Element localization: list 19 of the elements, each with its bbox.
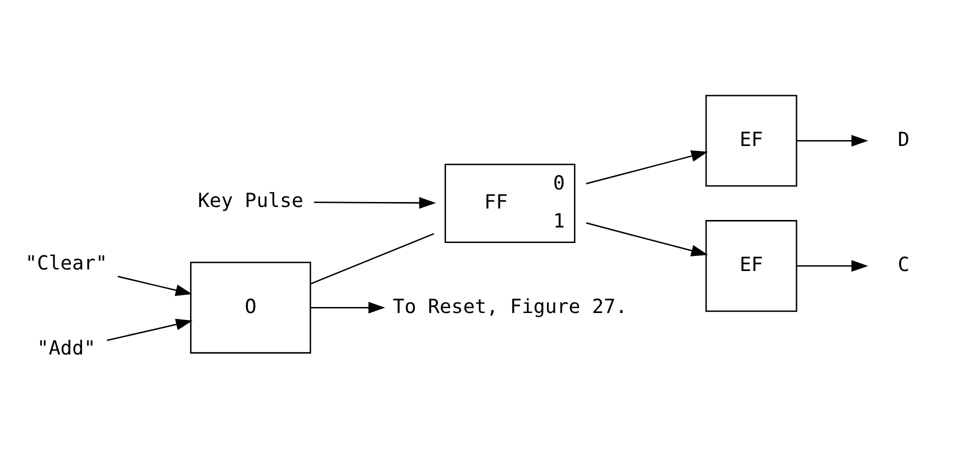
node-text: To Reset, Figure 27.	[392, 294, 628, 318]
node-text: D	[898, 127, 910, 150]
node-box: O	[190, 261, 312, 354]
node-text: C	[898, 252, 910, 276]
node-box: EF	[705, 220, 798, 312]
arrow	[586, 222, 708, 256]
arrow	[118, 275, 192, 296]
connector	[310, 232, 434, 284]
node-box: FF 0 1	[444, 163, 576, 242]
arrow	[586, 150, 708, 184]
arrow	[106, 318, 193, 341]
arrow	[796, 260, 868, 272]
arrow	[796, 134, 868, 146]
arrow	[314, 196, 436, 208]
node-text: Key Pulse	[198, 188, 304, 212]
node-box: EF	[705, 94, 798, 186]
node-text: "Add"	[36, 336, 96, 360]
arrow	[310, 301, 386, 314]
node-text: "Clear"	[25, 251, 108, 274]
